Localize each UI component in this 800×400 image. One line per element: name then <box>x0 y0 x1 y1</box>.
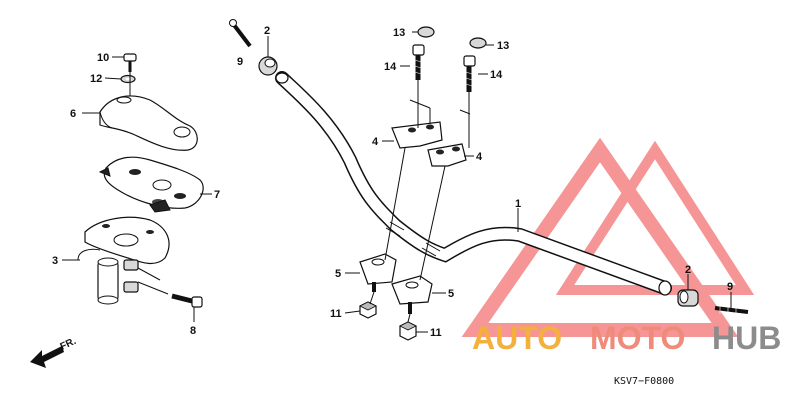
lower-holder-5-right <box>391 275 433 314</box>
diagram-code: KSV7−F0800 <box>614 376 674 387</box>
callout-8: 8 <box>190 325 196 337</box>
watermark-text: AUTO MOTO HUB <box>472 320 781 356</box>
front-direction-arrow: FR. <box>30 336 78 368</box>
bolt-14-right <box>463 55 476 92</box>
alignment-lines <box>369 80 471 323</box>
callout-13-right: 13 <box>497 40 509 52</box>
bar-end-weight-right <box>677 289 699 307</box>
callout-14-right: 14 <box>490 69 503 81</box>
callout-4-right: 4 <box>476 151 483 163</box>
callout-11-right: 11 <box>430 327 442 339</box>
bolt-14-left <box>412 44 425 80</box>
callout-5-right: 5 <box>448 288 454 300</box>
left-alignment-lines <box>129 72 169 295</box>
callout-13-left: 13 <box>393 27 405 39</box>
steering-bracket-3 <box>77 216 170 305</box>
callout-9-right: 9 <box>727 281 733 293</box>
callout-10: 10 <box>97 52 109 64</box>
callout-9-top: 9 <box>237 56 243 68</box>
top-plate-7 <box>98 156 204 213</box>
upper-holder-4-right <box>427 143 467 167</box>
watermark-moto: MOTO <box>590 320 685 356</box>
bolt-10 <box>123 53 137 72</box>
callout-14-left: 14 <box>384 61 397 73</box>
callout-2-right: 2 <box>685 264 691 276</box>
callout-12: 12 <box>90 73 102 85</box>
callout-1: 1 <box>515 198 521 210</box>
callout-7: 7 <box>214 189 220 201</box>
bar-end-weight-left <box>258 56 278 76</box>
callout-3: 3 <box>52 255 58 267</box>
watermark-hub: HUB <box>712 320 781 356</box>
nut-11-left <box>359 301 377 319</box>
callout-5-left: 5 <box>335 268 341 280</box>
callout-6: 6 <box>70 108 76 120</box>
lower-holder-5-left <box>359 253 397 292</box>
handlebar-cover-6 <box>99 95 198 151</box>
leader-lines <box>62 31 732 333</box>
bolt-8 <box>171 293 203 308</box>
nut-11-right <box>399 321 417 341</box>
upper-holder-4-left <box>391 121 443 149</box>
cap-13-right <box>469 37 487 49</box>
callout-2-top: 2 <box>264 25 270 37</box>
direction-label: FR. <box>59 336 78 353</box>
handlebar-pipe <box>275 71 672 296</box>
callout-11-left: 11 <box>330 308 342 320</box>
cap-13-left <box>417 26 435 38</box>
watermark-auto: AUTO <box>472 320 562 356</box>
screw-left <box>229 19 252 48</box>
washer-12 <box>120 74 136 84</box>
callout-4-left: 4 <box>372 136 379 148</box>
